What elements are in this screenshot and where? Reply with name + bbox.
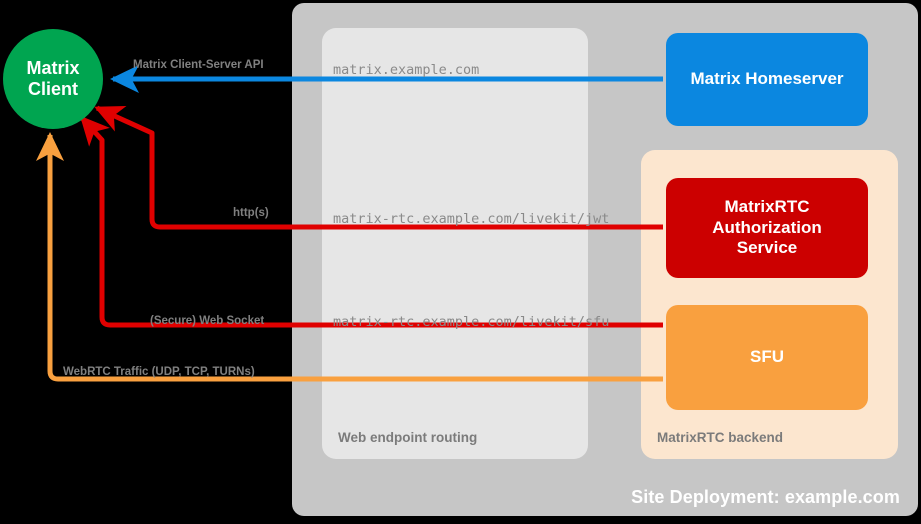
edge-label-client-server-api: Matrix Client-Server API xyxy=(133,59,264,71)
site-deployment-label: Site Deployment: example.com xyxy=(631,487,900,507)
matrix-homeserver-label: Matrix Homeserver xyxy=(690,69,844,89)
auth-service-label-line3: Service xyxy=(736,238,798,258)
auth-service-label-line1: MatrixRTC xyxy=(724,196,810,216)
matrixrtc-backend-label: MatrixRTC backend xyxy=(657,430,784,445)
edge-label-webrtc-traffic: WebRTC Traffic (UDP, TCP, TURNs) xyxy=(63,366,255,378)
node-matrix-client[interactable]: Matrix Client xyxy=(3,29,103,129)
edge-label-livekit-sfu: (Secure) Web Socket xyxy=(150,315,265,327)
web-endpoint-routing-label: Web endpoint routing xyxy=(338,430,478,445)
endpoint-livekit-jwt: matrix-rtc.example.com/livekit/jwt xyxy=(333,211,610,227)
node-matrix-homeserver[interactable]: Matrix Homeserver xyxy=(666,33,868,126)
auth-service-label-line2: Authorization xyxy=(712,217,822,237)
matrix-client-label-line2: Client xyxy=(27,79,78,99)
container-web-endpoint-routing: Web endpoint routing xyxy=(322,28,588,459)
node-sfu[interactable]: SFU xyxy=(666,305,868,410)
endpoint-matrix-example-com: matrix.example.com xyxy=(333,62,480,78)
edge-label-livekit-jwt: http(s) xyxy=(233,207,269,219)
matrix-client-label-line1: Matrix xyxy=(26,58,80,79)
sfu-label: SFU xyxy=(750,347,784,367)
node-matrixrtc-authorization-service[interactable]: MatrixRTC Authorization Service xyxy=(666,178,868,278)
endpoint-livekit-sfu: matrix-rtc.example.com/livekit/sfu xyxy=(333,314,610,330)
